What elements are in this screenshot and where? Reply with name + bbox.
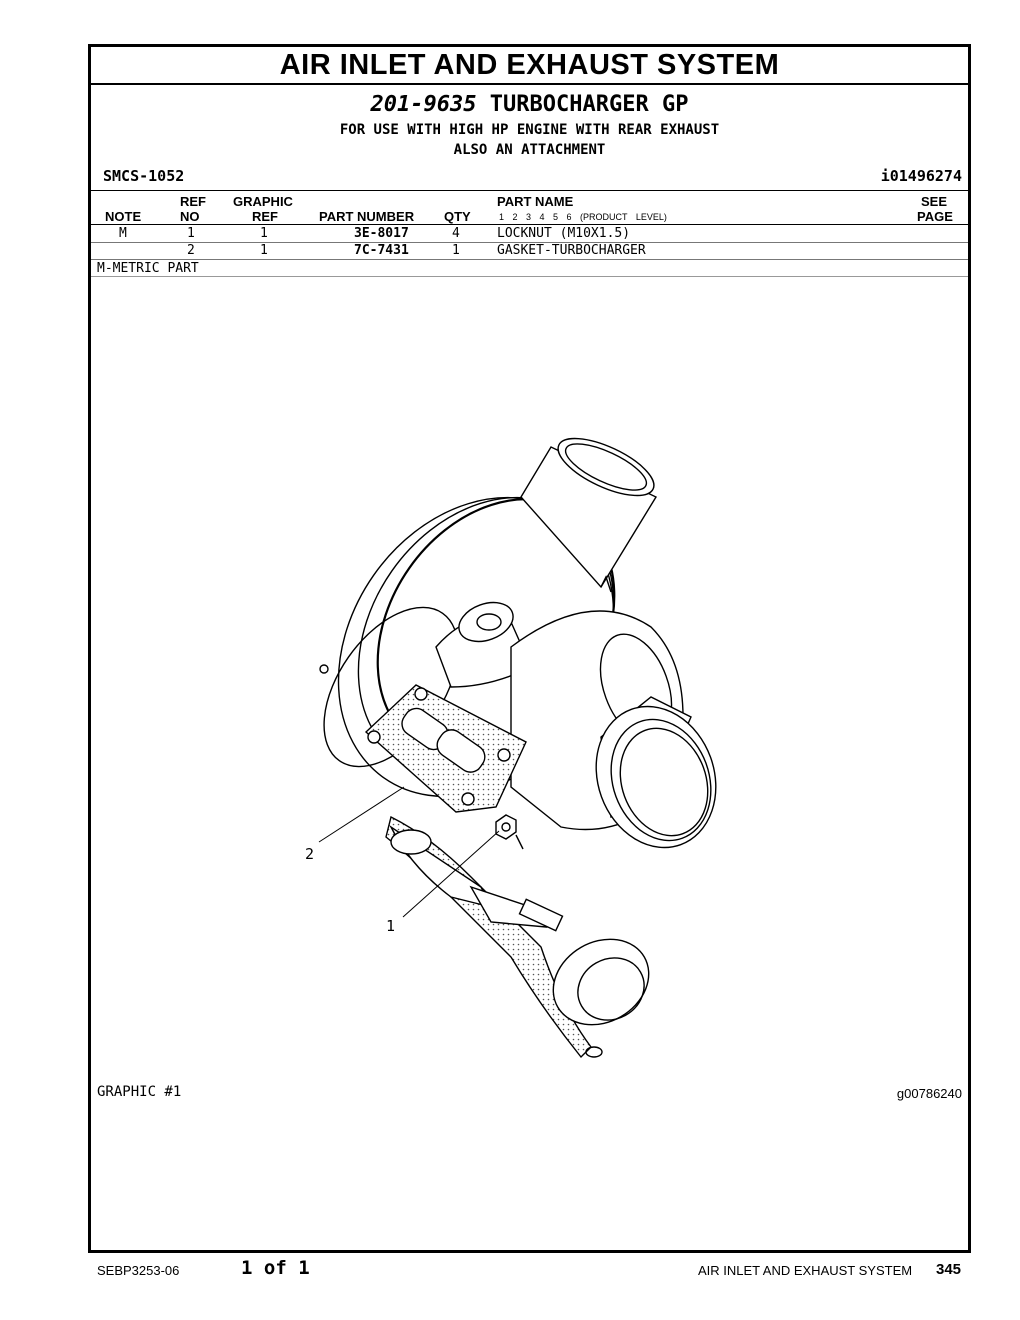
header-part-number: PART NUMBER: [319, 209, 415, 224]
group-subtitle-1: FOR USE WITH HIGH HP ENGINE WITH REAR EX…: [339, 122, 720, 138]
row1-ref: 1: [187, 226, 195, 241]
row-divider: [91, 259, 968, 260]
row2-part-name: GASKET-TURBOCHARGER: [497, 243, 646, 258]
section-title: AIR INLET AND EXHAUST SYSTEM: [91, 47, 968, 85]
row1-qty: 4: [452, 226, 460, 241]
footer-page-of: 1 of 1: [241, 1257, 310, 1279]
page-frame: AIR INLET AND EXHAUST SYSTEM 201-9635 TU…: [88, 44, 971, 1253]
graphic-id: g00786240: [896, 1086, 962, 1101]
metric-note: M-METRIC PART: [97, 261, 199, 276]
divider: [91, 224, 968, 225]
smcs-code: SMCS-1052: [103, 167, 185, 185]
row1-note: M: [119, 226, 127, 241]
header-graphic-bottom: REF: [252, 209, 278, 224]
group-title: 201-9635 TURBOCHARGER GP: [91, 92, 968, 117]
header-product-levels: 1 2 3 4 5 6 (PRODUCT LEVEL): [499, 212, 667, 222]
header-ref-top: REF: [180, 194, 206, 209]
row2-part-number: 7C-7431: [354, 243, 409, 258]
row2-graphic: 1: [260, 243, 268, 258]
group-name: TURBOCHARGER GP: [489, 92, 689, 117]
footer-doc-number: SEBP3253-06: [97, 1263, 180, 1278]
row1-graphic: 1: [260, 226, 268, 241]
group-subtitle-2: ALSO AN ATTACHMENT: [453, 142, 606, 158]
group-number: 201-9635: [370, 92, 477, 117]
callout-2: 2: [305, 845, 314, 863]
graphic-label: GRAPHIC #1: [97, 1084, 182, 1100]
row2-qty: 1: [452, 243, 460, 258]
footer-section: AIR INLET AND EXHAUST SYSTEM: [698, 1263, 913, 1278]
row2-ref: 2: [187, 243, 195, 258]
row1-part-number: 3E-8017: [354, 226, 409, 241]
footer-page-number: 345: [936, 1261, 962, 1278]
turbocharger-illustration: 2 1: [305, 437, 717, 1059]
header-qty: QTY: [444, 209, 471, 224]
row-divider: [91, 276, 968, 277]
header-graphic-top: GRAPHIC: [233, 194, 293, 209]
divider: [91, 190, 968, 191]
header-note: NOTE: [105, 209, 142, 224]
info-id: i01496274: [880, 167, 962, 185]
row-divider: [91, 242, 968, 243]
row1-part-name: LOCKNUT (M10X1.5): [497, 226, 631, 241]
header-ref-bottom: NO: [180, 209, 200, 224]
header-see-top: SEE: [921, 194, 948, 209]
header-see-bottom: PAGE: [917, 209, 953, 224]
header-part-name: PART NAME: [497, 194, 574, 209]
callout-1: 1: [386, 917, 395, 935]
